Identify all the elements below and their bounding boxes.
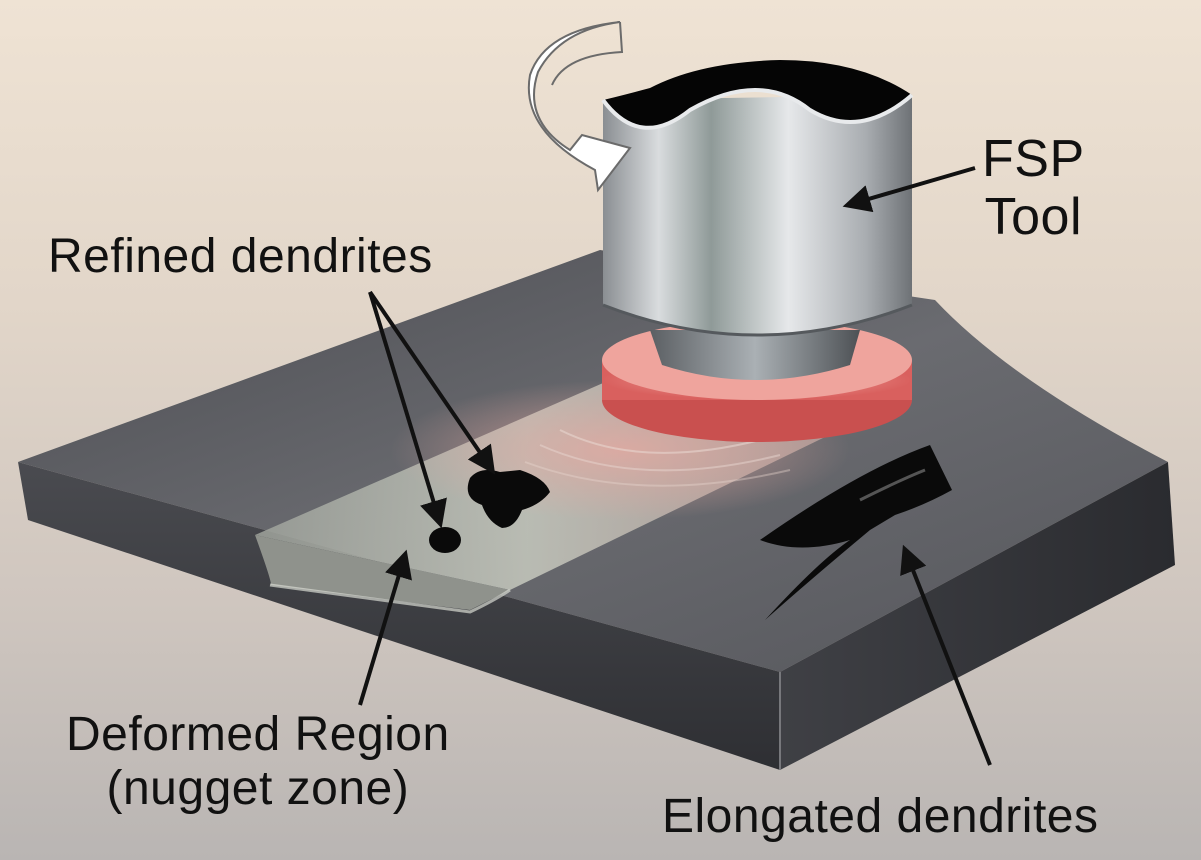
fsp-tool-line2: Tool [984,188,1083,247]
elongated-dendrites-text: Elongated dendrites [662,790,1099,843]
arrow-refined-to-blob [368,290,496,475]
elongated-dendrites [760,445,952,620]
arrow-deformed-region [358,549,412,706]
deformed-region-line2: (nugget zone) [106,761,410,815]
label-deformed-region: Deformed Region (nugget zone) [66,708,450,816]
refined-dendrite-blob [467,470,550,528]
tool-pin-neck [650,330,860,380]
label-refined-dendrites: Refined dendrites [48,230,433,284]
fsp-tool-line1: FSP [982,130,1085,188]
plate-side-face [780,462,1175,770]
refined-dendrites-text: Refined dendrites [48,230,433,283]
plate-front-face [18,462,780,770]
arrow-elongated [900,544,992,766]
refined-dendrites [429,470,550,553]
rotation-arrow-icon [527,21,632,193]
arrow-refined-to-dot [368,291,447,529]
fsp-tool [601,60,914,380]
tool-top-opening [603,60,912,128]
tool-body [603,95,912,335]
arrow-fsp-tool [842,166,976,213]
refined-dendrite-dot [429,527,461,553]
label-elongated-dendrites: Elongated dendrites [662,790,1098,844]
deformed-region-line1: Deformed Region [66,708,450,761]
label-fsp-tool: FSP Tool [982,130,1085,246]
leader-arrows [358,166,992,766]
